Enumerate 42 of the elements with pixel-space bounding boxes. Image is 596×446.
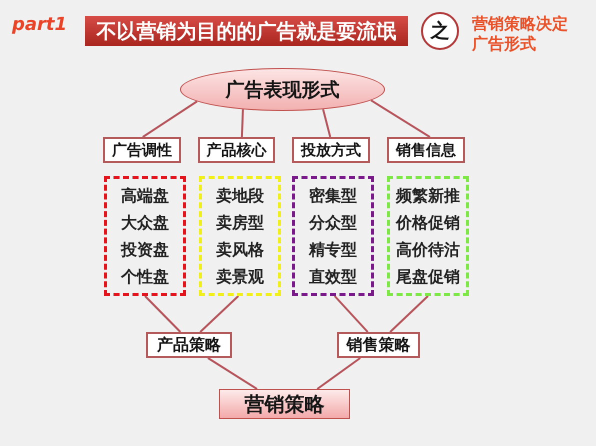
list-item: 大众盘 xyxy=(121,212,169,232)
list-item: 直效型 xyxy=(309,266,357,286)
list-item: 频繁新推 xyxy=(396,186,460,206)
subtitle: 营销策略决定广告形式 xyxy=(472,14,569,54)
connector-line xyxy=(389,295,429,333)
connector-line xyxy=(142,100,198,138)
connector-line xyxy=(322,109,332,138)
dashed-box xyxy=(387,176,469,296)
category-box: 广告调性 xyxy=(103,137,181,163)
list-item: 卖风格 xyxy=(216,240,264,260)
dashed-box xyxy=(199,176,281,296)
category-box: 产品核心 xyxy=(198,137,275,163)
connector-line xyxy=(334,295,368,333)
list-item: 高端盘 xyxy=(121,186,169,206)
list-item: 尾盘促销 xyxy=(396,266,460,286)
list-item: 投资盘 xyxy=(121,240,169,260)
title-banner: 不以营销为目的的广告就是耍流氓 xyxy=(85,16,408,46)
circle-badge: 之 xyxy=(421,12,459,50)
connector-line xyxy=(144,295,182,333)
list-item: 卖房型 xyxy=(216,212,264,232)
list-item: 高价待沽 xyxy=(396,240,460,260)
dashed-box xyxy=(104,176,186,296)
strategy-box: 销售策略 xyxy=(337,332,420,358)
connector-line xyxy=(240,109,244,138)
connector-line xyxy=(207,357,258,390)
connector-line xyxy=(316,357,361,390)
topic-ellipse: 广告表现形式 xyxy=(180,68,385,111)
list-item: 密集型 xyxy=(309,186,357,206)
part-label: part1 xyxy=(12,14,68,35)
list-item: 价格促销 xyxy=(396,212,460,232)
dashed-box xyxy=(292,176,374,296)
connector-line xyxy=(200,295,240,333)
strategy-box: 营销策略 xyxy=(219,389,350,419)
list-item: 卖地段 xyxy=(216,186,264,206)
list-item: 精专型 xyxy=(309,240,357,260)
list-item: 个性盘 xyxy=(121,266,169,286)
connector-line xyxy=(370,99,430,138)
category-box: 投放方式 xyxy=(292,137,370,163)
list-item: 分众型 xyxy=(309,212,357,232)
category-box: 销售信息 xyxy=(387,137,465,163)
strategy-box: 产品策略 xyxy=(146,332,232,358)
list-item: 卖景观 xyxy=(216,266,264,286)
